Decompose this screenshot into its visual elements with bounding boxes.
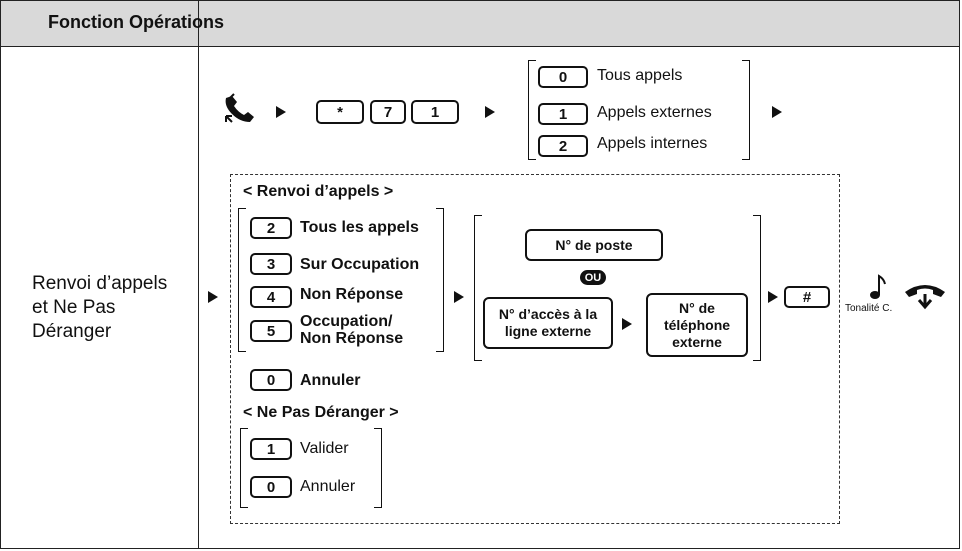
forward-option-label: Occupation/ Non Réponse xyxy=(300,313,403,347)
bracket-left xyxy=(528,60,536,160)
music-note-icon xyxy=(870,274,886,299)
forward-option-label-line2: Non Réponse xyxy=(300,330,404,347)
dnd-option-label: Annuler xyxy=(300,478,356,495)
cancel-label: Annuler xyxy=(300,372,361,389)
bracket-right xyxy=(374,428,382,508)
bracket-right xyxy=(753,215,761,361)
key-1-enable[interactable]: 1 xyxy=(250,438,292,460)
arrow-right-icon xyxy=(485,106,495,118)
tone-label: Tonalité C. xyxy=(845,303,893,314)
forward-title: < Renvoi d’appels > xyxy=(243,183,394,200)
function-label: Renvoi d’appels et Ne Pas Déranger xyxy=(32,272,167,344)
line-access-line2: ligne externe xyxy=(504,323,592,339)
arrow-right-icon xyxy=(454,291,464,303)
line-access-number-box: N° d’accès à la ligne externe xyxy=(483,297,613,349)
header-title: Fonction Opérations xyxy=(48,12,225,32)
ext-phone-line1: N° de xyxy=(679,299,715,316)
dashed-options-box xyxy=(230,174,840,524)
key-0-all-calls[interactable]: 0 xyxy=(538,66,588,88)
dnd-title: < Ne Pas Déranger > xyxy=(243,404,399,421)
table-header xyxy=(1,1,959,47)
arrow-right-icon xyxy=(622,318,632,330)
function-label-line1: Renvoi d’appels xyxy=(32,273,168,294)
bracket-left xyxy=(474,215,482,361)
function-label-line3: Déranger xyxy=(32,321,112,342)
bracket-right xyxy=(436,208,444,352)
key-7[interactable]: 7 xyxy=(370,100,406,124)
key-5-busy-noanswer[interactable]: 5 xyxy=(250,320,292,342)
option-label: Tous appels xyxy=(597,67,683,84)
key-1-external[interactable]: 1 xyxy=(538,103,588,125)
key-star[interactable]: * xyxy=(316,100,364,124)
function-label-line2: et Ne Pas xyxy=(32,297,116,318)
handset-onhook-icon xyxy=(905,285,945,310)
line-access-line1: N° d’accès à la xyxy=(498,306,598,322)
key-0-disable[interactable]: 0 xyxy=(250,476,292,498)
key-0-cancel[interactable]: 0 xyxy=(250,369,292,391)
option-label: Appels internes xyxy=(597,135,708,152)
key-2-internal[interactable]: 2 xyxy=(538,135,588,157)
arrow-right-icon xyxy=(276,106,286,118)
key-2-all[interactable]: 2 xyxy=(250,217,292,239)
handset-offhook-icon xyxy=(225,93,254,123)
key-4-noanswer[interactable]: 4 xyxy=(250,286,292,308)
extension-number-box: N° de poste xyxy=(525,229,663,261)
forward-option-label-line1: Occupation/ xyxy=(300,313,393,330)
ext-phone-line3: externe xyxy=(672,333,722,350)
column-divider xyxy=(198,1,199,548)
key-3-busy[interactable]: 3 xyxy=(250,253,292,275)
bracket-left xyxy=(240,428,248,508)
arrow-right-icon xyxy=(772,106,782,118)
key-hash[interactable]: # xyxy=(784,286,830,308)
arrow-right-icon xyxy=(208,291,218,303)
forward-option-label: Sur Occupation xyxy=(300,256,420,273)
bracket-left xyxy=(238,208,246,352)
external-phone-number-box: N° de téléphone externe xyxy=(646,293,748,357)
bracket-right xyxy=(742,60,750,160)
forward-option-label: Tous les appels xyxy=(300,219,419,236)
option-label: Appels externes xyxy=(597,104,712,121)
key-1[interactable]: 1 xyxy=(411,100,459,124)
forward-option-label: Non Réponse xyxy=(300,286,404,303)
dnd-option-label: Valider xyxy=(300,440,349,457)
or-badge: OU xyxy=(580,270,606,285)
ext-phone-line2: téléphone xyxy=(663,316,731,333)
arrow-right-icon xyxy=(768,291,778,303)
